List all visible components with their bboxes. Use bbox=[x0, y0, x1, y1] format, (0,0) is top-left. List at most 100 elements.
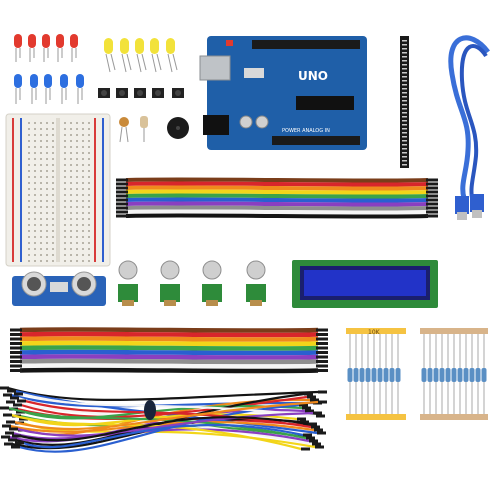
jumper-wire bbox=[23, 405, 303, 420]
blue-led bbox=[76, 74, 84, 104]
jumper-wire bbox=[125, 193, 429, 199]
red-led-group bbox=[14, 34, 78, 62]
jumper-ribbon-top bbox=[116, 177, 438, 219]
jumper-wire bbox=[16, 411, 314, 437]
red-led bbox=[28, 34, 36, 62]
red-led bbox=[42, 34, 50, 62]
jumper-ribbon-bottom-pins bbox=[10, 328, 328, 372]
jumper-wire bbox=[20, 395, 308, 418]
red-led bbox=[56, 34, 64, 62]
resistor bbox=[395, 368, 401, 382]
yellow-led bbox=[150, 38, 162, 73]
resistor bbox=[457, 368, 463, 382]
board-power-label: POWER ANALOG IN bbox=[282, 128, 330, 134]
resistor-strip-left: 10K bbox=[346, 328, 406, 420]
jumper-wire bbox=[125, 197, 429, 203]
resistor bbox=[359, 368, 365, 382]
jumper-wire bbox=[125, 177, 429, 183]
potentiometer-group bbox=[118, 260, 266, 306]
lcd-module bbox=[292, 260, 438, 308]
jumper-wire bbox=[21, 392, 317, 418]
yellow-led bbox=[104, 38, 116, 73]
potentiometer bbox=[160, 260, 180, 306]
jumper-ribbon-top-pins bbox=[116, 178, 438, 218]
jumper-wire bbox=[125, 201, 429, 207]
push-button bbox=[152, 88, 164, 98]
resistor bbox=[469, 368, 475, 382]
jumper-wire bbox=[7, 406, 307, 440]
blue-led bbox=[44, 74, 52, 104]
jumper-ribbon-top-wires bbox=[125, 177, 429, 219]
jumper-wire bbox=[125, 185, 429, 191]
small-resistor bbox=[140, 116, 148, 142]
resistor-strip-left-resistors bbox=[347, 334, 401, 414]
buzzer bbox=[167, 117, 189, 139]
board-model-label: UNO bbox=[298, 69, 328, 83]
power-jack bbox=[203, 115, 229, 135]
blue-led bbox=[30, 74, 38, 104]
push-button bbox=[116, 88, 128, 98]
resistor bbox=[433, 368, 439, 382]
loose-jumper-wires bbox=[0, 386, 327, 453]
arduino-uno-board: UNO POWER ANALOG IN bbox=[199, 36, 367, 150]
push-button bbox=[172, 88, 184, 98]
jumper-wire bbox=[9, 421, 315, 433]
jumper-ribbon-bottom-wires bbox=[19, 327, 319, 374]
breadboard bbox=[5, 113, 111, 267]
resistor bbox=[445, 368, 451, 382]
resistor bbox=[451, 368, 457, 382]
jumper-wire bbox=[19, 336, 319, 342]
resistor bbox=[421, 368, 427, 382]
resistor bbox=[463, 368, 469, 382]
push-button bbox=[98, 88, 110, 98]
jumper-wire bbox=[125, 205, 429, 211]
jumper-wire bbox=[13, 400, 319, 431]
usb-cable bbox=[448, 35, 490, 220]
blue-led-group bbox=[14, 74, 84, 104]
resistor bbox=[427, 368, 433, 382]
jumper-wire bbox=[19, 327, 319, 333]
resistor bbox=[371, 368, 377, 382]
jumper-wire bbox=[125, 189, 429, 195]
yellow-led bbox=[120, 38, 132, 73]
resistor-strip-right-resistors bbox=[421, 334, 487, 414]
jumper-wire bbox=[125, 213, 429, 219]
ultrasonic-sensor bbox=[12, 271, 106, 306]
resistor-strip-right bbox=[420, 328, 488, 420]
yellow-led bbox=[135, 38, 147, 73]
blue-led bbox=[14, 74, 22, 104]
jumper-wire bbox=[19, 340, 319, 347]
jumper-wire bbox=[19, 367, 319, 374]
resistor bbox=[353, 368, 359, 382]
yellow-led bbox=[166, 38, 178, 73]
jumper-wire bbox=[18, 403, 300, 453]
potentiometer bbox=[202, 260, 222, 306]
microcontroller-chip bbox=[296, 96, 354, 110]
usb-port bbox=[199, 55, 231, 81]
yellow-led-group bbox=[104, 38, 178, 73]
resistor bbox=[377, 368, 383, 382]
jumper-wire bbox=[22, 423, 304, 449]
resistor bbox=[365, 368, 371, 382]
potentiometer bbox=[246, 260, 266, 306]
jumper-wire bbox=[19, 345, 319, 351]
resistor bbox=[383, 368, 389, 382]
photoresistor bbox=[119, 117, 129, 143]
pin-header-pins bbox=[402, 40, 407, 166]
jumper-wire bbox=[26, 413, 298, 427]
jumper-wire bbox=[19, 358, 319, 365]
resistor bbox=[347, 368, 353, 382]
red-led bbox=[14, 34, 22, 62]
push-button bbox=[134, 88, 146, 98]
jumper-wire bbox=[19, 416, 309, 442]
jumper-ribbon-bottom bbox=[10, 327, 328, 374]
jumper-wire bbox=[19, 363, 319, 369]
jumper-wire bbox=[125, 209, 429, 215]
loose-jumper-wire-bundle bbox=[0, 386, 327, 453]
resistor bbox=[475, 368, 481, 382]
jumper-wire bbox=[19, 331, 319, 338]
jumper-wire bbox=[125, 181, 429, 187]
pin-header bbox=[400, 36, 409, 168]
potentiometer bbox=[118, 260, 138, 306]
